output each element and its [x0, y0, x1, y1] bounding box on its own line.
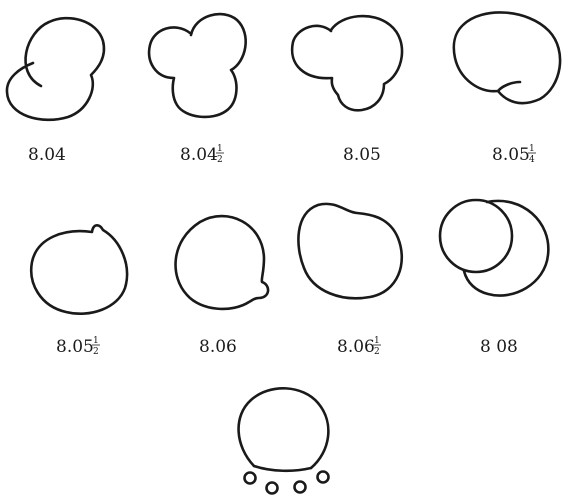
fraction-denominator: 2 [93, 347, 99, 357]
time-label: 8.05 [492, 145, 530, 165]
time-label: 8.06 [337, 337, 375, 357]
three-lobed-outline [149, 14, 246, 117]
stage-drawing-3 [292, 16, 402, 110]
bud-2 [267, 483, 278, 494]
round-outline-with-pole-bud [176, 216, 269, 309]
fraction-denominator: 4 [529, 155, 535, 165]
round-outline-with-bud [31, 225, 127, 313]
cleaving-outline [292, 16, 402, 110]
time-label: 8 08 [480, 337, 518, 357]
bud-3 [295, 482, 306, 493]
stage-drawing-6 [176, 216, 269, 309]
stage-drawing-9 [239, 388, 329, 493]
stage-drawing-7 [298, 204, 401, 298]
fraction-numerator: 1 [374, 336, 380, 346]
stage-drawing-8 [440, 200, 548, 296]
asymmetric-outline [454, 12, 560, 103]
time-label: 8.04 [180, 145, 218, 165]
overlapping-circle-left [440, 200, 512, 272]
time-label: 8.04 [28, 145, 66, 165]
time-label: 8.05 [56, 337, 94, 357]
fraction-denominator: 2 [217, 155, 223, 165]
stage-drawing-1 [7, 18, 104, 120]
label-stage-7: 8.06 1 2 [337, 336, 381, 357]
flat-base-line [254, 466, 311, 471]
label-stage-8: 8 08 [480, 337, 518, 357]
bud-4 [318, 472, 329, 483]
fraction-numerator: 1 [529, 144, 535, 154]
round-body-outline [239, 388, 329, 468]
label-stage-5: 8.05 1 2 [56, 336, 100, 357]
heart-shaped-outline [298, 204, 401, 298]
stage-drawing-2 [149, 14, 246, 117]
stage-drawing-5 [31, 225, 127, 313]
label-stage-3: 8.05 [343, 145, 381, 165]
fraction-numerator: 1 [217, 144, 223, 154]
label-stage-2: 8.04 1 2 [180, 144, 224, 165]
label-stage-1: 8.04 [28, 145, 66, 165]
stage-drawing-4 [454, 12, 560, 103]
inner-division-line [498, 82, 520, 91]
label-stage-6: 8.06 [199, 337, 237, 357]
time-label: 8.05 [343, 145, 381, 165]
fraction-numerator: 1 [93, 336, 99, 346]
time-label: 8.06 [199, 337, 237, 357]
label-stage-4: 8.05 1 4 [492, 144, 536, 165]
two-lobed-outline [7, 18, 104, 120]
fraction-denominator: 2 [374, 347, 380, 357]
bud-1 [245, 473, 256, 484]
